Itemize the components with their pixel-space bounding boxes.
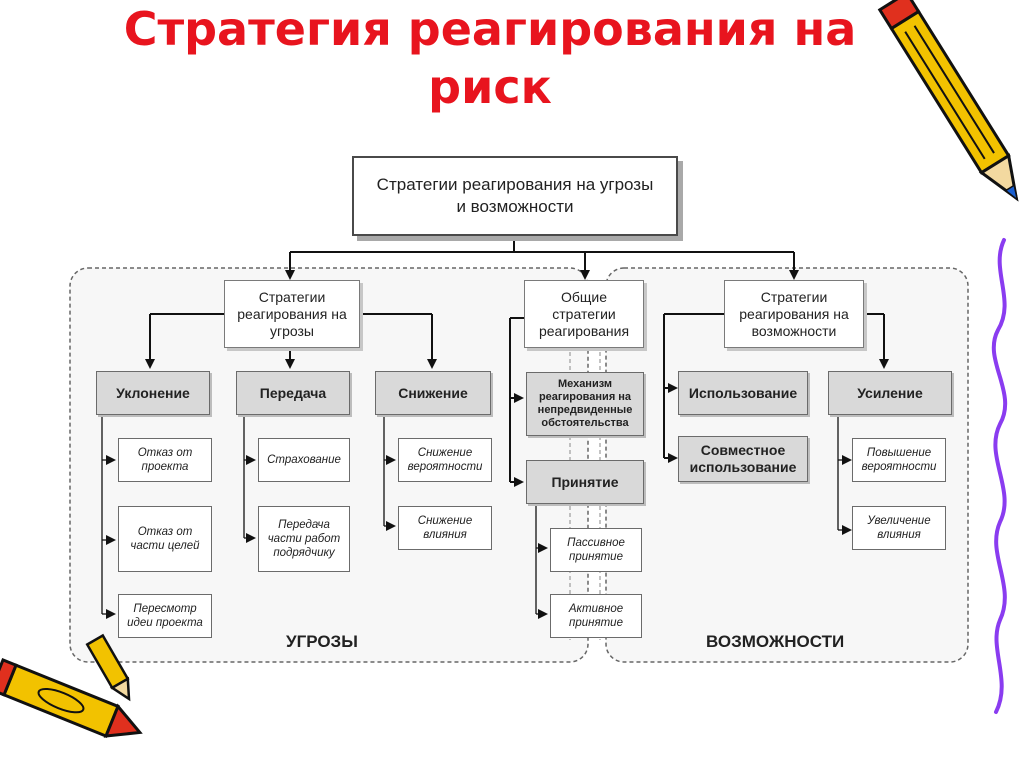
- enhance-item-1: Повышение вероятности: [852, 438, 946, 482]
- transfer-item-1: Страхование: [258, 438, 350, 482]
- accept-item-1: Пассивное принятие: [550, 528, 642, 572]
- avoid-item-2: Отказ от части целей: [118, 506, 212, 572]
- threats-strategies-box: Стратегии реагирования на угрозы: [224, 280, 360, 348]
- pencil-bottom-left-icon: [0, 657, 143, 738]
- share-box: Совместное использование: [678, 436, 808, 482]
- contingency-mechanism-box: Механизм реагирования на непредвиденные …: [526, 372, 644, 436]
- general-strategies-box: Общие стратегии реагирования: [524, 280, 644, 348]
- accept-box: Принятие: [526, 460, 644, 504]
- transfer-box: Передача: [236, 371, 350, 415]
- root-strategies-label: Стратегии реагирования на угрозы и возмо…: [376, 175, 654, 216]
- opportunities-region-label: ВОЗМОЖНОСТИ: [706, 632, 845, 651]
- reduce-item-2: Снижение влияния: [398, 506, 492, 550]
- avoid-box: Уклонение: [96, 371, 210, 415]
- threats-region-label: УГРОЗЫ: [286, 632, 358, 651]
- opportunities-strategies-box: Стратегии реагирования на возможности: [724, 280, 864, 348]
- reduce-item-1: Снижение вероятности: [398, 438, 492, 482]
- enhance-box: Усиление: [828, 371, 952, 415]
- slide-title: Стратегия реагирования на риск: [123, 2, 857, 114]
- root-strategies-box: Стратегии реагирования на угрозы и возмо…: [352, 156, 678, 236]
- pencil-top-right-icon: [877, 0, 1019, 202]
- avoid-item-3: Пересмотр идеи проекта: [118, 594, 212, 638]
- purple-squiggle-decoration: [991, 238, 1008, 714]
- pencil-bottom-left-2-icon: [85, 633, 131, 702]
- avoid-item-1: Отказ от проекта: [118, 438, 212, 482]
- transfer-item-2: Передача части работ подрядчику: [258, 506, 350, 572]
- reduce-box: Снижение: [375, 371, 491, 415]
- enhance-item-2: Увеличение влияния: [852, 506, 946, 550]
- accept-item-2: Активное принятие: [550, 594, 642, 638]
- exploit-box: Использование: [678, 371, 808, 415]
